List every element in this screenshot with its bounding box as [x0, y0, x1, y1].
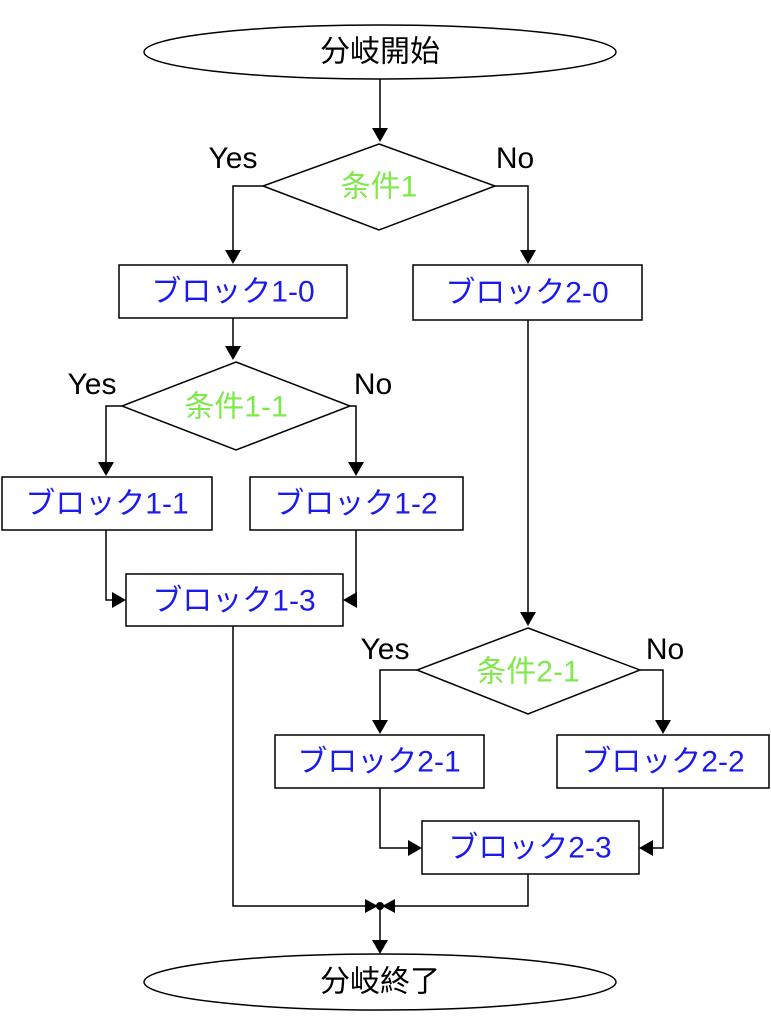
arrowhead — [225, 346, 241, 360]
edge-c21-no — [640, 669, 664, 726]
condition-2-1-diamond — [414, 627, 643, 715]
block-2-1: ブロック2-1 — [274, 734, 485, 789]
condition-2-1: 条件2-1 — [414, 627, 643, 715]
arrowhead — [655, 720, 671, 734]
condition-1-1-diamond — [119, 361, 353, 451]
block-1-2: ブロック1-2 — [249, 476, 464, 531]
edges — [98, 78, 671, 954]
c2-1-no-label: No — [646, 633, 684, 666]
arrowhead — [225, 250, 241, 264]
block-2-0-label: ブロック2-0 — [445, 277, 608, 310]
arrowhead — [365, 899, 378, 913]
arrowhead — [639, 840, 653, 856]
block-1-0-box — [118, 264, 348, 319]
branch-labels: Yes No Yes No Yes No — [68, 142, 685, 666]
arrowhead — [408, 840, 422, 856]
block-1-0-label: ブロック1-0 — [151, 276, 314, 309]
arrowhead — [372, 128, 388, 142]
block-2-0-box — [412, 264, 643, 321]
condition-1-1: 条件1-1 — [119, 361, 353, 451]
start-terminal-shape — [143, 24, 617, 80]
block-1-3: ブロック1-3 — [125, 573, 344, 627]
arrowhead — [382, 899, 395, 913]
block-2-2: ブロック2-2 — [556, 734, 770, 789]
block-1-1-label: ブロック1-1 — [25, 488, 188, 521]
condition-1-label: 条件1 — [341, 171, 418, 204]
block-1-1: ブロック1-1 — [1, 476, 213, 531]
block-2-3-box — [421, 820, 640, 875]
edge-c11-yes — [105, 405, 122, 468]
edge-c21-yes — [379, 669, 417, 726]
arrowhead — [372, 940, 388, 954]
start-terminal: 分岐開始 — [143, 24, 617, 80]
c1-1-yes-label: Yes — [68, 368, 117, 401]
start-terminal-label: 分岐開始 — [320, 36, 440, 69]
c2-1-yes-label: Yes — [361, 633, 410, 666]
block-1-3-box — [125, 573, 344, 627]
c1-1-no-label: No — [354, 368, 392, 401]
block-2-1-label: ブロック2-1 — [297, 746, 460, 779]
end-terminal-shape — [143, 953, 617, 1011]
end-terminal-label: 分岐終了 — [320, 966, 440, 999]
block-1-0: ブロック1-0 — [118, 264, 348, 319]
block-2-3: ブロック2-3 — [421, 820, 640, 875]
edge-b21-to-b23 — [379, 788, 416, 849]
arrowhead — [520, 612, 536, 626]
arrowhead — [372, 720, 388, 734]
arrowhead — [343, 592, 357, 608]
arrowhead — [348, 462, 364, 476]
edge-b12-to-b13 — [349, 530, 357, 601]
edge-c11-no — [350, 405, 357, 468]
c1-yes-label: Yes — [209, 142, 258, 175]
c1-no-label: No — [496, 142, 534, 175]
end-terminal: 分岐終了 — [143, 953, 617, 1011]
edge-b13-to-merge — [232, 626, 368, 907]
condition-1-1-label: 条件1-1 — [184, 391, 287, 424]
block-1-2-box — [249, 476, 464, 531]
arrowhead — [98, 462, 114, 476]
edge-b11-to-b13 — [105, 530, 120, 601]
arrowhead — [112, 592, 126, 608]
edge-b22-to-b23 — [645, 788, 664, 849]
condition-1-diamond — [260, 143, 498, 231]
arrowhead — [520, 250, 536, 264]
block-2-2-box — [556, 734, 770, 789]
block-2-1-box — [274, 734, 485, 789]
block-1-1-box — [1, 476, 213, 531]
block-1-3-label: ブロック1-3 — [152, 585, 315, 618]
edge-c1-no — [495, 185, 529, 256]
block-2-0: ブロック2-0 — [412, 264, 643, 321]
edge-b23-to-merge — [392, 874, 529, 907]
block-2-3-label: ブロック2-3 — [448, 832, 611, 865]
condition-1: 条件1 — [260, 143, 498, 231]
block-1-2-label: ブロック1-2 — [274, 488, 437, 521]
condition-2-1-label: 条件2-1 — [476, 656, 579, 689]
edge-c1-yes — [232, 185, 263, 256]
block-2-2-label: ブロック2-2 — [581, 746, 744, 779]
